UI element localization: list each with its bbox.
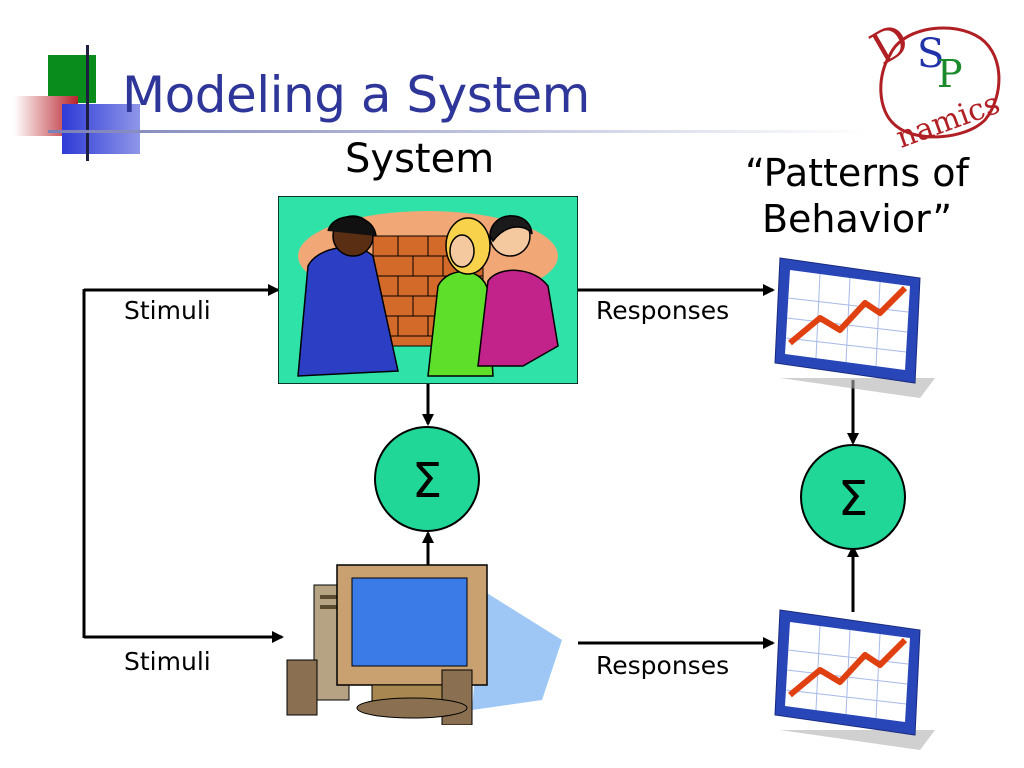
sigma-node-left: [374, 426, 480, 532]
stimuli-top-label: Stimuli: [124, 296, 211, 325]
spdynamics-logo: D S P namics: [862, 15, 1004, 155]
deco-vertical-line: [86, 45, 89, 161]
slide-title: Modeling a System: [122, 66, 590, 124]
logo-letter-s: S: [917, 31, 944, 77]
sigma-left-symbol: Σ: [412, 453, 442, 509]
sigma-right-symbol: Σ: [838, 471, 868, 527]
woman-magenta-figure-icon: [477, 215, 559, 367]
responses-bottom-label: Responses: [596, 651, 730, 680]
computer-model-icon: [286, 564, 562, 725]
deco-horizontal-line: [48, 130, 868, 133]
stimuli-bottom-label: Stimuli: [124, 647, 211, 676]
man-figure-icon: [297, 215, 399, 377]
behavior-chart-bottom-icon: [774, 609, 935, 750]
responses-top-label: Responses: [596, 296, 730, 325]
logo-letter-p: P: [937, 52, 963, 96]
system-people-illustration: [278, 196, 578, 384]
sigma-node-right: [800, 444, 906, 550]
behavior-chart-top-icon: [774, 257, 935, 398]
system-label: System: [345, 136, 495, 182]
logo-ring: [879, 26, 1001, 139]
patterns-of-behavior-label: “Patterns of Behavior”: [745, 151, 969, 241]
deco-blue-square: [62, 104, 140, 154]
